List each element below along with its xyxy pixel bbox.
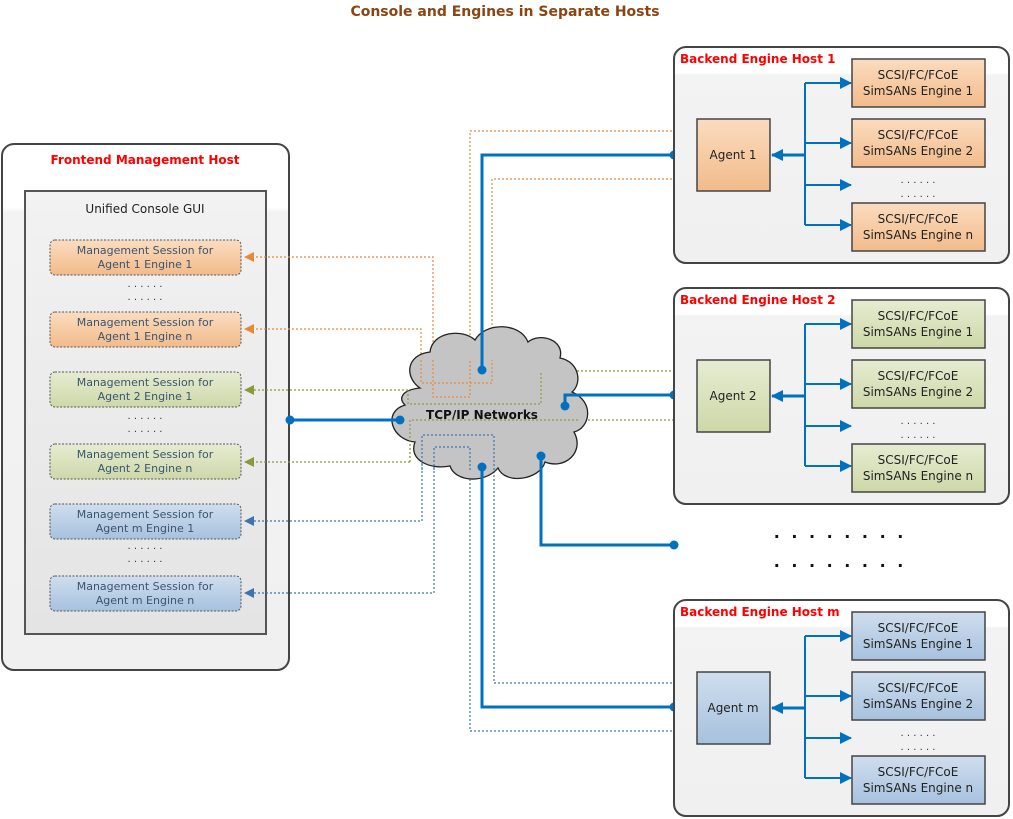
session-title: Management Session for [77,244,214,257]
engine-box[interactable]: SCSI/FC/FCoE SimSANs Engine 1 [851,299,986,349]
session-target: Agent 2 Engine n [98,462,193,475]
agent-label: Agent 1 [710,148,757,162]
backend-host-label: Backend Engine Host 2 [680,293,835,307]
engine-name: SimSANs Engine n [863,469,973,483]
session-title: Management Session for [77,508,214,521]
tcp-ip-network-cloud: TCP/IP Networks [391,326,589,480]
engine-type: SCSI/FC/FCoE [878,621,959,635]
engine-box[interactable]: SCSI/FC/FCoE SimSANs Engine 2 [851,671,986,721]
engine-name: SimSANs Engine n [863,228,973,242]
backend-host: Backend Engine Host 2 Agent 2 SCSI/FC/FCoE… [673,287,1010,505]
engine-type: SCSI/FC/FCoE [878,765,959,779]
session-target: Agent m Engine 1 [96,522,194,535]
engine-box[interactable]: SCSI/FC/FCoE SimSANs Engine 2 [851,359,986,409]
engine-box[interactable]: SCSI/FC/FCoE SimSANs Engine n [851,443,986,493]
engine-name: SimSANs Engine 1 [863,637,973,651]
agent-label: Agent m [707,701,758,715]
engine-name: SimSANs Engine 2 [863,697,973,711]
engine-type: SCSI/FC/FCoE [878,681,959,695]
session-title: Management Session for [77,316,214,329]
agent-box[interactable]: Agent 2 [696,359,771,433]
diagram-title: Console and Engines in Separate Hosts [350,4,659,20]
link-agentm-engine1 [244,435,423,526]
session-title: Management Session for [77,448,214,461]
engine-name: SimSANs Engine 2 [863,144,973,158]
backend-host: Backend Engine Host m Agent m SCSI/FC/FCoE… [673,599,1010,817]
more-hosts-ellipsis-2: . . . . . . . . [774,552,907,571]
link-agent1-engine1 [244,252,434,422]
link-cloud-hostm [480,467,674,709]
engine-box[interactable]: SCSI/FC/FCoE SimSANs Engine 2 [851,118,986,168]
session-ellipsis: . . . . . . [128,292,163,303]
session-target: Agent 1 Engine 1 [98,258,193,271]
backend-host: Backend Engine Host 1 Agent 1 SCSI/FC/FCoE… [673,46,1010,264]
engine-ellipsis: . . . . . . [901,728,936,739]
network-label: TCP/IP Networks [426,408,538,422]
engine-ellipsis: . . . . . . [901,416,936,427]
session-target: Agent 1 Engine n [98,330,193,343]
engine-name: SimSANs Engine n [863,781,973,795]
engine-box[interactable]: SCSI/FC/FCoE SimSANs Engine 1 [851,58,986,108]
session-ellipsis: . . . . . . [128,279,163,290]
engine-ellipsis: . . . . . . [901,742,936,753]
session-title: Management Session for [77,580,214,593]
link-agentm-enginen [244,447,435,598]
engine-type: SCSI/FC/FCoE [878,453,959,467]
engine-type: SCSI/FC/FCoE [878,212,959,226]
backend-host-label: Backend Engine Host 1 [680,52,835,66]
link-agent1-enginen [244,324,422,386]
engine-name: SimSANs Engine 2 [863,385,973,399]
session-ellipsis: . . . . . . [128,411,163,422]
engine-box[interactable]: SCSI/FC/FCoE SimSANs Engine n [851,755,986,805]
network-links [290,153,674,709]
link-agentm-bottom [434,446,697,736]
engine-name: SimSANs Engine 1 [863,84,973,98]
engine-name: SimSANs Engine 1 [863,325,973,339]
more-hosts-ellipsis: . . . . . . . . [774,523,907,542]
engine-ellipsis: . . . . . . [901,175,936,186]
link-cloud-more [539,456,674,547]
engine-type: SCSI/FC/FCoE [878,68,959,82]
engine-box[interactable]: SCSI/FC/FCoE SimSANs Engine n [851,202,986,252]
gui-label: Unified Console GUI [85,202,204,216]
session-ellipsis: . . . . . . [128,554,163,565]
engine-type: SCSI/FC/FCoE [878,369,959,383]
engine-ellipsis: . . . . . . [901,189,936,200]
engine-type: SCSI/FC/FCoE [878,309,959,323]
agent-label: Agent 2 [710,389,757,403]
engine-type: SCSI/FC/FCoE [878,128,959,142]
session-target: Agent m Engine n [96,594,194,607]
backend-host-label: Backend Engine Host m [680,605,840,619]
engine-box[interactable]: SCSI/FC/FCoE SimSANs Engine 1 [851,611,986,661]
frontend-host: Frontend Management Host Unified Console… [1,143,290,671]
link-cloud-host1 [480,153,674,370]
session-ellipsis: . . . . . . [128,424,163,435]
engine-ellipsis: . . . . . . [901,430,936,441]
session-target: Agent 2 Engine 1 [98,390,193,403]
session-title: Management Session for [77,376,214,389]
agent-box[interactable]: Agent 1 [696,118,771,192]
agent-box[interactable]: Agent m [696,671,771,745]
frontend-host-label: Frontend Management Host [51,153,240,167]
session-ellipsis: . . . . . . [128,541,163,552]
